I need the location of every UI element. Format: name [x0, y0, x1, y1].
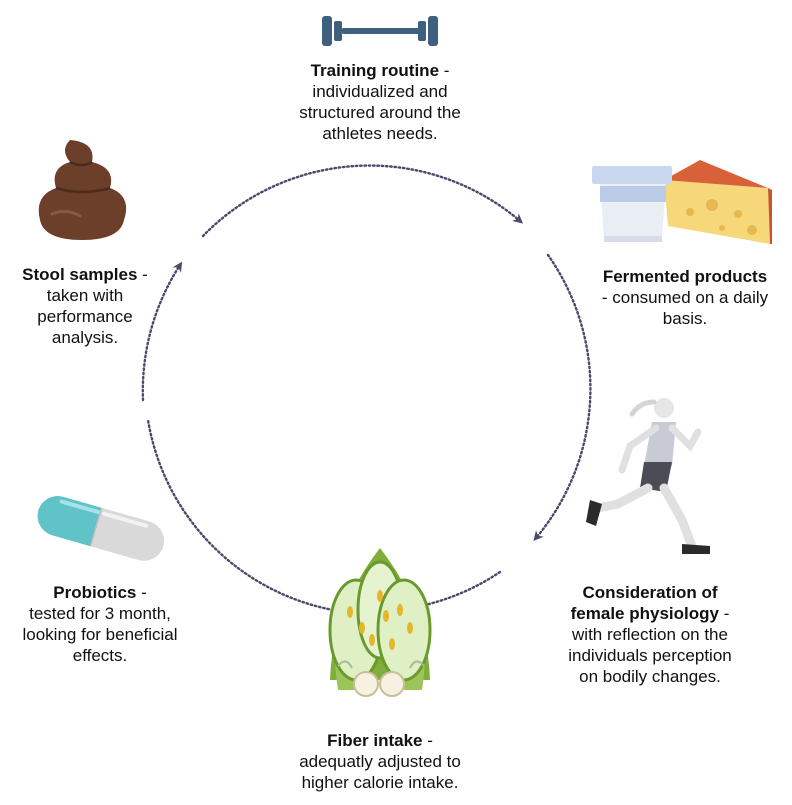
- dumbbell-icon: [322, 16, 438, 46]
- node-training-desc-1: individualized and: [312, 82, 448, 101]
- node-fermented-desc-1: consumed on a daily: [612, 288, 769, 307]
- node-probiotics-title: Probiotics: [53, 583, 137, 602]
- node-fermented-title: Fermented products: [602, 267, 768, 286]
- grain-icon: [328, 548, 432, 697]
- node-training: Training routine - individualized and st…: [262, 60, 498, 144]
- node-fiber-title: Fiber intake: [327, 731, 423, 750]
- node-fiber-desc-2: higher calorie intake.: [301, 773, 459, 792]
- arrow-female-to-fiber: [423, 570, 502, 607]
- node-fermented-desc-2: basis.: [662, 309, 708, 328]
- node-training-desc-2: structured around the: [299, 103, 461, 122]
- node-probiotics-desc-3: effects.: [72, 646, 128, 665]
- node-female-sep: -: [718, 604, 730, 623]
- yogurt-cheese-icon: [592, 160, 772, 244]
- node-training-sep: -: [439, 61, 450, 80]
- node-fiber-desc-1: adequatly adjusted to: [299, 752, 461, 771]
- arrow-fermented-to-female: [533, 253, 592, 542]
- node-stool-sep: -: [137, 265, 148, 284]
- node-probiotics-sep: -: [136, 583, 147, 602]
- node-female-desc-3: on bodily changes.: [579, 667, 721, 686]
- node-fiber-sep: -: [422, 731, 433, 750]
- node-stool-desc-1: taken with: [46, 286, 124, 305]
- capsule-icon: [37, 496, 165, 561]
- node-female-title-2: female physiology: [570, 604, 719, 623]
- node-training-title: Training routine: [310, 61, 440, 80]
- node-stool-desc-3: analysis.: [51, 328, 119, 347]
- node-probiotics-desc-2: looking for beneficial: [22, 625, 178, 644]
- node-probiotics: Probiotics - tested for 3 month, looking…: [0, 582, 200, 666]
- node-female-desc-1: with reflection on the: [572, 625, 728, 644]
- node-training-desc-3: athletes needs.: [322, 124, 438, 143]
- runner-icon: [586, 398, 710, 554]
- arrow-training-to-fermented: [201, 164, 524, 238]
- arrow-probiotics-to-stool: [141, 261, 183, 402]
- node-stool-desc-2: performance: [37, 307, 133, 326]
- node-female: Consideration of female physiology - wit…: [540, 582, 760, 687]
- stool-icon: [38, 140, 127, 240]
- node-stool: Stool samples - taken with performance a…: [0, 264, 170, 348]
- arrow-fiber-to-probiotics: [146, 418, 335, 612]
- node-female-title-1: Consideration of: [582, 583, 718, 602]
- node-fermented-sep: -: [601, 288, 608, 307]
- node-probiotics-desc-1: tested for 3 month,: [29, 604, 171, 623]
- node-female-desc-2: individuals perception: [568, 646, 732, 665]
- node-fermented: Fermented products - consumed on a daily…: [578, 266, 792, 329]
- node-fiber: Fiber intake - adequatly adjusted to hig…: [262, 730, 498, 793]
- node-stool-title: Stool samples: [22, 265, 138, 284]
